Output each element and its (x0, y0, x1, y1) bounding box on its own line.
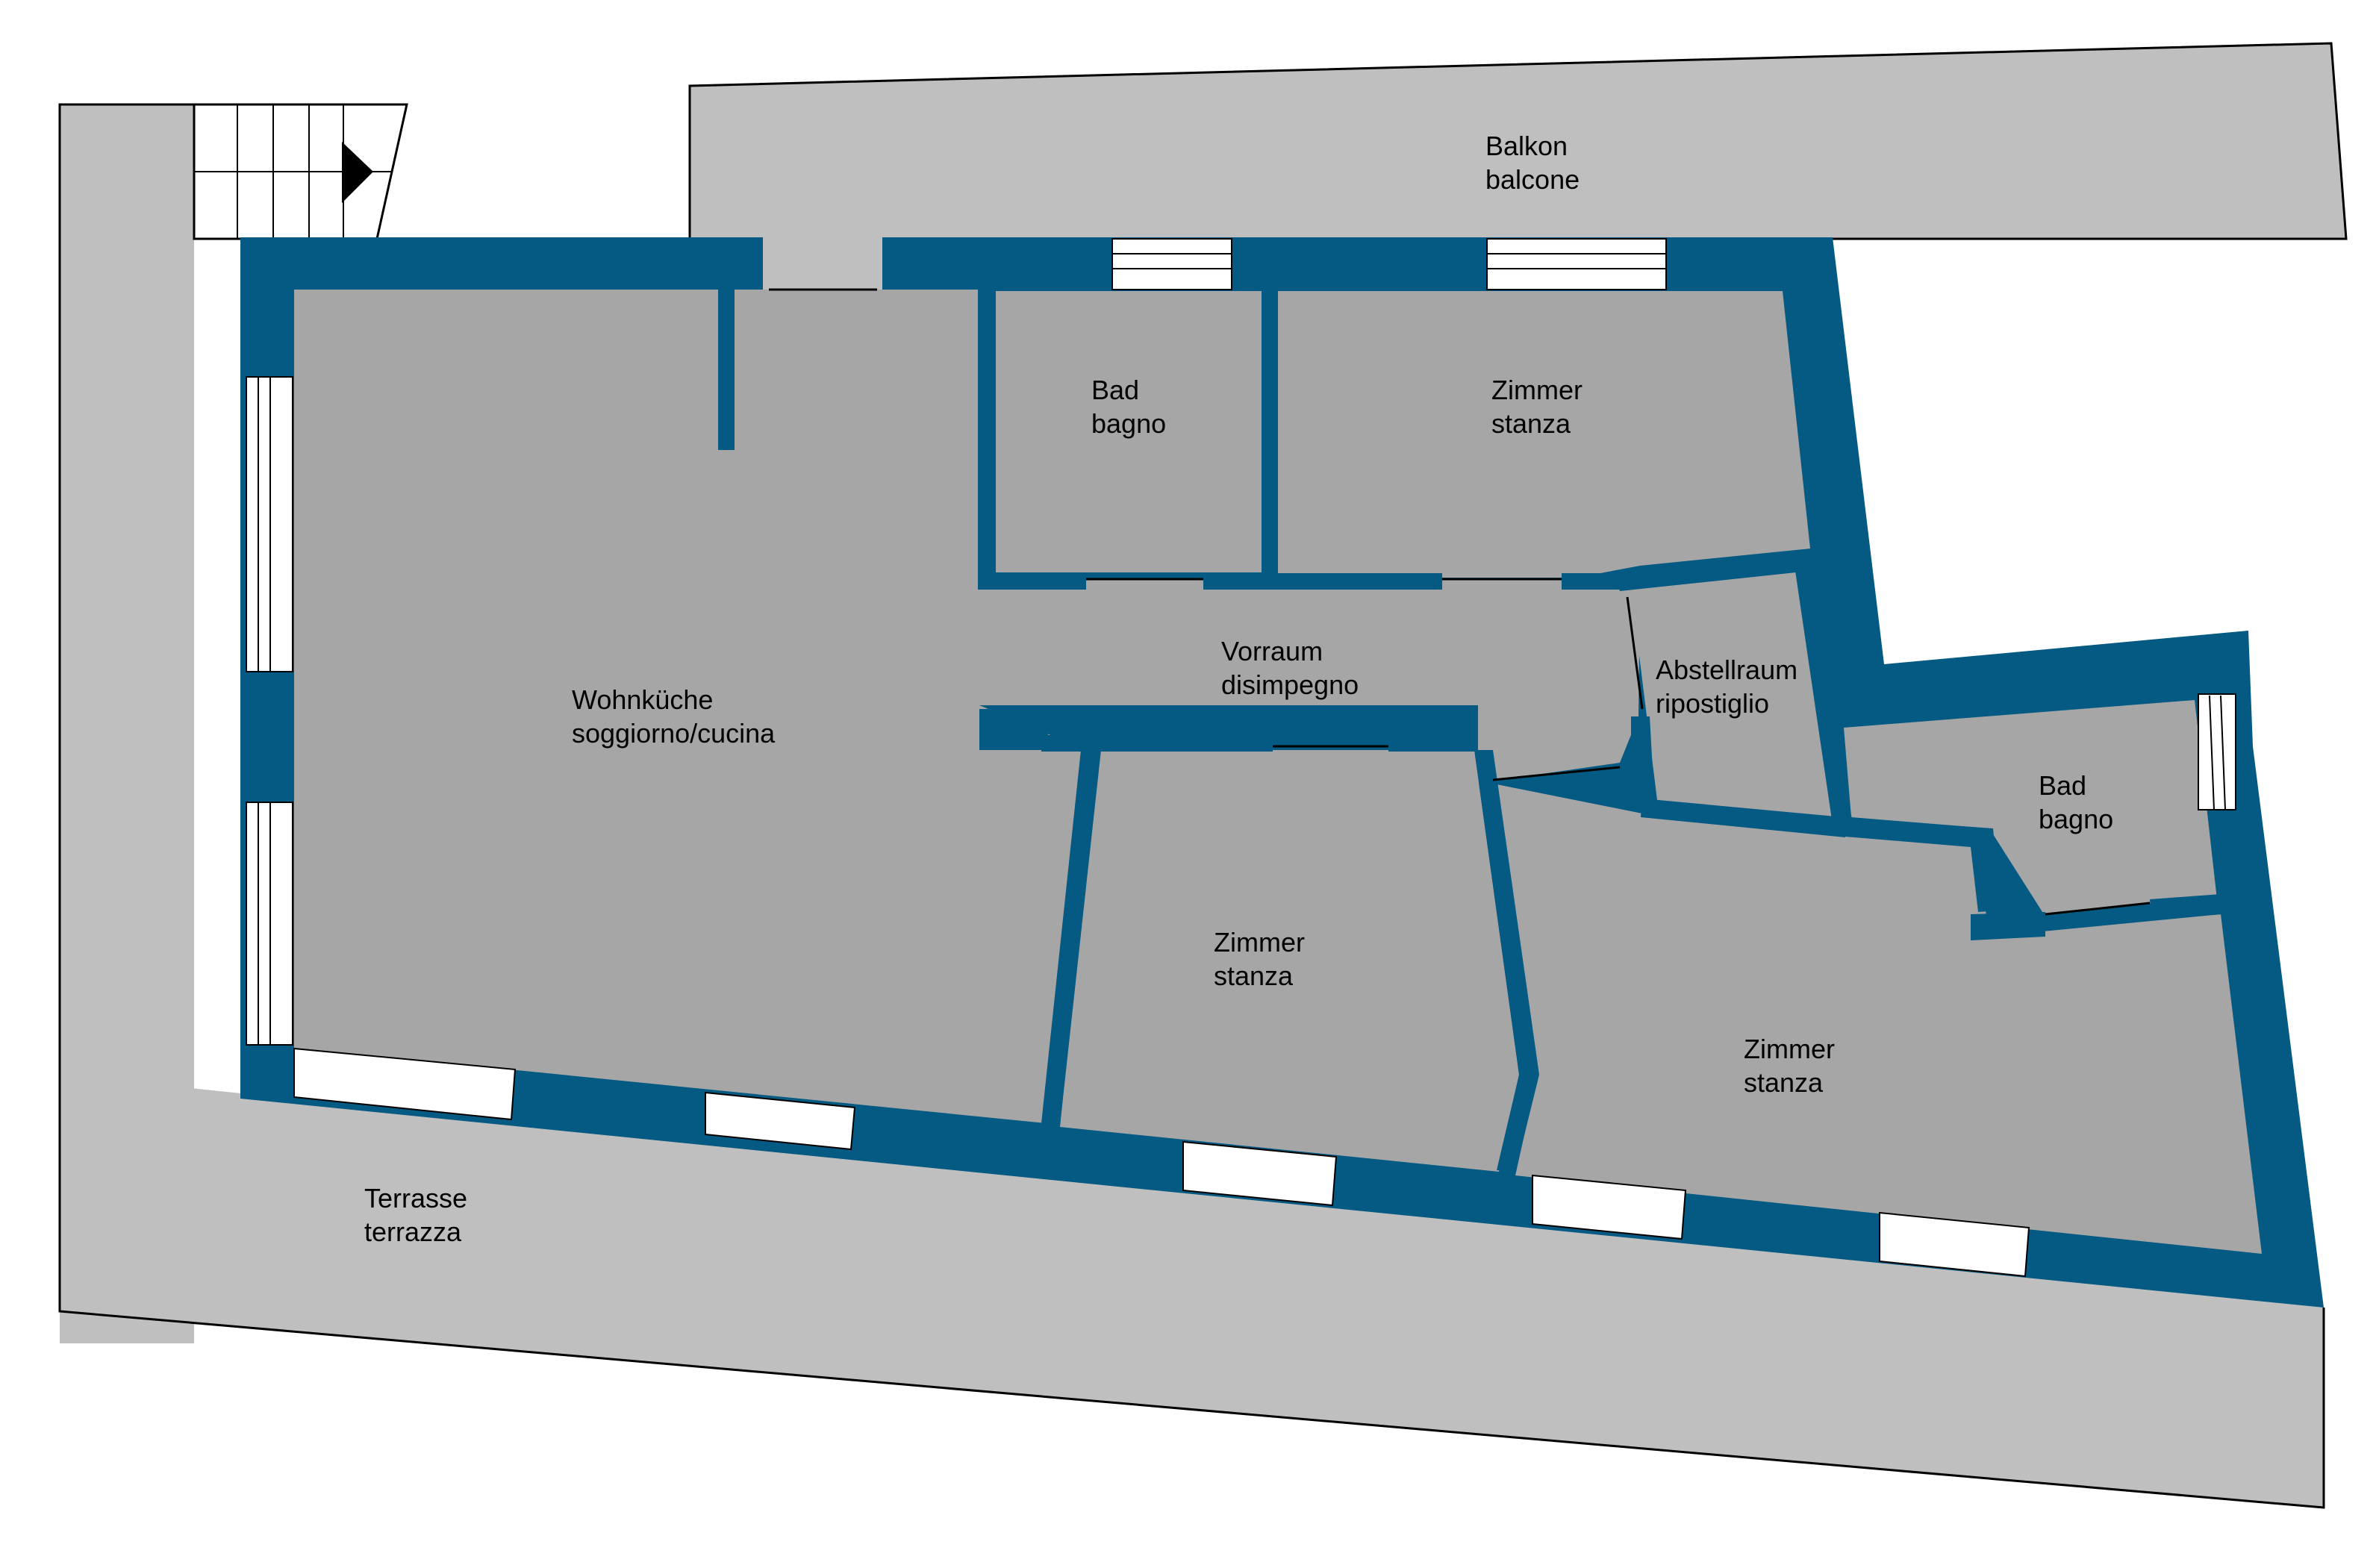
label-bad-top-line1: Bad (1091, 375, 1139, 405)
balcony-area (688, 42, 2348, 240)
wall-segment (1616, 554, 1810, 591)
wall-segment (2150, 894, 2223, 919)
wall-segment (1474, 750, 1539, 1172)
wall-segment (1795, 571, 1853, 825)
label-vorraum-line2: disimpegno (1221, 669, 1359, 700)
wall-segment (978, 290, 996, 584)
label-bad-right-line1: Bad (2039, 770, 2086, 801)
wall-segment (1432, 705, 1478, 752)
wall-segment (1262, 290, 1278, 584)
label-balkon-line2: balcone (1485, 164, 1580, 195)
room-bad-right (1844, 700, 2217, 914)
window (1111, 238, 1232, 290)
label-zimmer-top-line1: Zimmer (1491, 375, 1583, 405)
label-vorraum-line1: Vorraum (1221, 636, 1323, 666)
window (1532, 1174, 1687, 1240)
label-abstellraum-line2: ripostiglio (1656, 688, 1769, 719)
doors (763, 237, 2151, 916)
label-terrasse-line1: Terrasse (364, 1183, 467, 1214)
label-terrasse-line2: terrazza (364, 1216, 462, 1247)
room-zimmer-right (1493, 784, 2262, 1254)
wall-segment (1631, 716, 1653, 784)
window (705, 1091, 856, 1151)
wall-segment (1836, 817, 2001, 912)
window (1182, 1140, 1338, 1207)
room-bad-top (995, 291, 1262, 572)
label-balkon-line1: Balkon (1485, 131, 1568, 161)
terrace-area (60, 104, 194, 1343)
label-abstellraum-line1: Abstellraum (1656, 655, 1797, 685)
interior-walls (718, 290, 2223, 1172)
room-zimmer-top (1278, 291, 1810, 578)
label-wohnkueche-line2: soggiorno/cucina (572, 718, 776, 749)
wall-segment (1562, 573, 1621, 590)
label-bad-right-line2: bagno (2039, 804, 2113, 834)
wall-segment (978, 573, 1086, 590)
wall-segment (1641, 799, 1845, 837)
window (1486, 238, 1667, 290)
balcony-door (763, 237, 882, 290)
room-zimmer-middle (1060, 750, 1519, 1172)
label-zimmer-right-line1: Zimmer (1744, 1034, 1835, 1064)
window (2198, 693, 2236, 810)
room-wohnkueche (294, 290, 1086, 1123)
wall-segment (979, 709, 1048, 750)
room-abstellraum (1631, 571, 1836, 821)
wall-segment (1041, 750, 1101, 1125)
label-zimmer-middle-line2: stanza (1214, 961, 1294, 991)
label-bad-top-line2: bagno (1091, 408, 1166, 439)
label-zimmer-right-line2: stanza (1744, 1067, 1824, 1098)
label-wohnkueche-line1: Wohnküche (572, 684, 713, 715)
wall-segment (1041, 735, 1273, 752)
terrace-area-south (60, 1075, 2324, 1508)
window (1879, 1211, 2030, 1278)
staircase (193, 103, 408, 240)
terrace-outline (58, 103, 2325, 1509)
wall-segment (1971, 912, 2045, 940)
label-zimmer-top-line2: stanza (1491, 408, 1571, 439)
window (293, 1047, 517, 1121)
wall-segment (718, 290, 735, 450)
wall-segment (1203, 573, 1442, 590)
windows (246, 238, 2236, 1278)
label-zimmer-middle-line1: Zimmer (1214, 927, 1305, 958)
arrow-right-icon (342, 142, 373, 203)
